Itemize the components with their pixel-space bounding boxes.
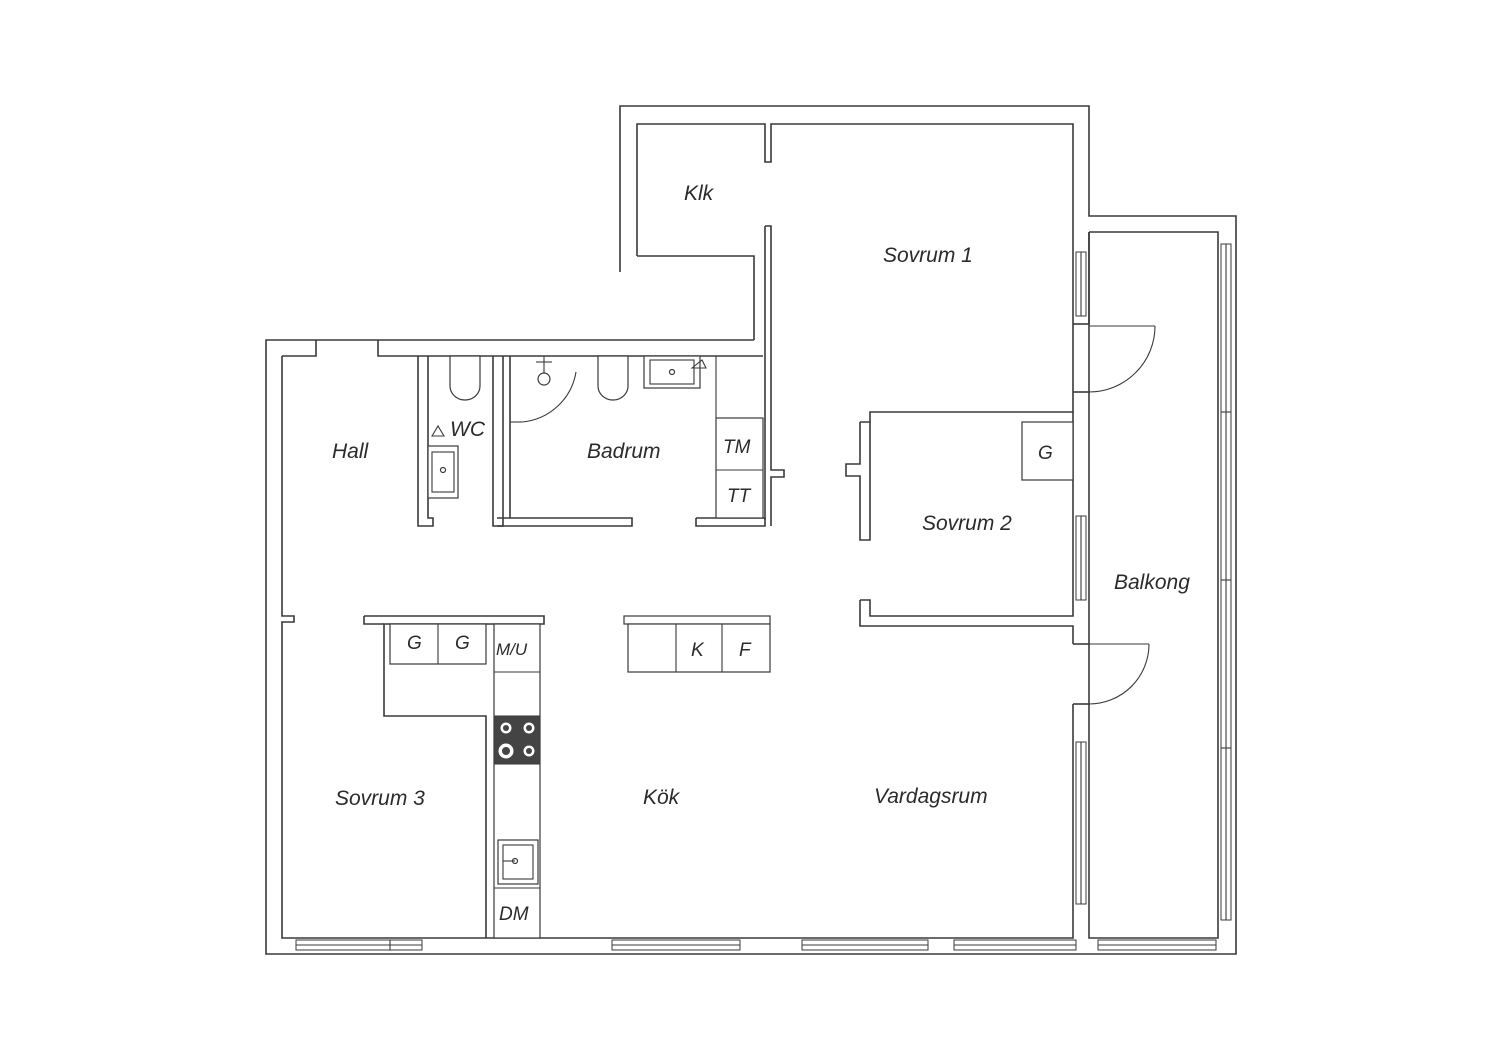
sink-icon [427, 424, 459, 499]
toilet-icon [597, 355, 629, 401]
label-g-sovrum2: G [1038, 443, 1053, 464]
room-label-hall: Hall [332, 440, 370, 463]
outer-walls [265, 105, 1237, 955]
label-k: K [691, 640, 705, 661]
label-g1: G [407, 633, 422, 654]
window-icon [801, 939, 929, 951]
wardrobe-sovrum2 [1021, 421, 1074, 481]
room-label-wc: WC [450, 418, 486, 441]
window-icon [1075, 251, 1087, 317]
sink-icon [497, 839, 539, 885]
room-label-sovrum1: Sovrum 1 [883, 244, 973, 267]
door-swing-icon [1073, 323, 1156, 393]
room-label-balkong: Balkong [1114, 571, 1190, 594]
shower-icon [510, 356, 577, 423]
window-icon [295, 939, 423, 951]
stove-icon [493, 715, 541, 765]
label-tt: TT [727, 486, 752, 507]
window-icon [1097, 939, 1217, 951]
label-g2: G [455, 633, 470, 654]
window-icon [1075, 515, 1087, 601]
room-label-kok: Kök [643, 786, 681, 809]
kitchen-counter [493, 623, 541, 939]
room-label-sovrum3: Sovrum 3 [335, 787, 425, 810]
kitchen-island [623, 615, 771, 673]
window-icon [953, 939, 1077, 951]
label-mu: M/U [496, 640, 528, 659]
label-dm: DM [499, 904, 529, 925]
label-tm: TM [723, 437, 751, 458]
windows [295, 243, 1232, 951]
window-icon [611, 939, 741, 951]
interior-walls [363, 231, 1219, 939]
sink-icon [643, 355, 707, 389]
room-label-sovrum2: Sovrum 2 [922, 512, 1012, 535]
wardrobe-g-pair [389, 623, 487, 665]
window-icon [1220, 243, 1232, 921]
room-label-vardagsrum: Vardagsrum [874, 785, 988, 808]
window-icon [1075, 741, 1087, 905]
toilet-icon [449, 355, 481, 401]
room-label-badrum: Badrum [587, 440, 661, 463]
label-f: F [739, 640, 752, 661]
door-swing-icon [1072, 643, 1150, 738]
room-label-klk: Klk [684, 182, 715, 205]
